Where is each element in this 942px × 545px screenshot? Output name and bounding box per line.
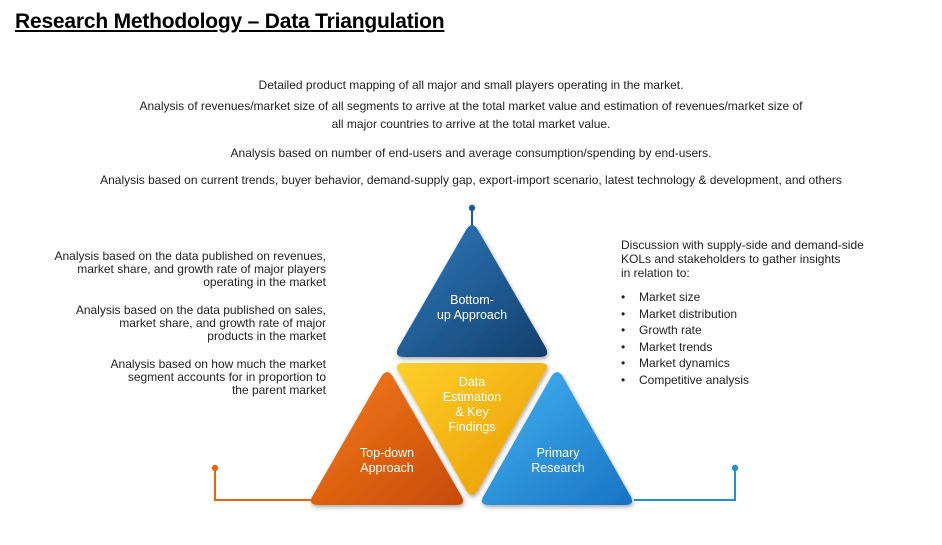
text-line: Analysis based on how much the market — [110, 357, 326, 371]
list-item: Growth rate — [621, 322, 749, 339]
text-line: Findings — [448, 420, 496, 434]
text-line: operating in the market — [203, 275, 326, 289]
text-line: Discussion with supply-side and demand-s… — [621, 238, 864, 252]
text-line: segment accounts for in proportion to — [127, 370, 326, 384]
text-line: market share, and growth rate of major — [119, 316, 326, 330]
text-line: Estimation — [442, 390, 502, 404]
list-item: Market distribution — [621, 306, 749, 323]
list-item: Market dynamics — [621, 355, 749, 372]
right-description: Discussion with supply-side and demand-s… — [621, 238, 901, 280]
left-description-2: Analysis based on the data published on … — [26, 304, 326, 343]
text-line: market share, and growth rate of major p… — [77, 262, 326, 276]
left-connector — [211, 464, 312, 501]
triangle-top — [396, 225, 548, 357]
triangle-left — [310, 372, 464, 505]
triangle-center-label: Data Estimation & Key Findings — [412, 375, 532, 435]
top-line: Analysis based on number of end-users an… — [230, 146, 712, 160]
text-line: up Approach — [436, 308, 508, 322]
top-line: Analysis of revenues/market size of all … — [139, 99, 803, 113]
triangle-left-label: Top-down Approach — [327, 446, 447, 476]
text-line: & Key — [455, 405, 489, 419]
text-line: Bottom- — [450, 293, 494, 307]
top-connector — [468, 204, 476, 226]
text-line: Analysis based on the data published on … — [54, 249, 326, 263]
text-line: the parent market — [231, 383, 326, 397]
right-connector — [634, 464, 739, 501]
text-line: in relation to: — [621, 266, 690, 280]
triangle-right — [481, 372, 633, 505]
text-line: Analysis based on the data published on … — [75, 303, 326, 317]
text-line: Top-down — [359, 446, 415, 460]
text-line: Data — [458, 375, 486, 389]
left-description-1: Analysis based on the data published on … — [26, 250, 326, 289]
top-line: all major countries to arrive at the tot… — [331, 117, 611, 131]
page-title: Research Methodology – Data Triangulatio… — [15, 10, 445, 33]
right-bullet-list: Market size Market distribution Growth r… — [621, 289, 749, 388]
text-line: Primary — [536, 446, 580, 460]
triangle-center — [396, 363, 548, 495]
list-item: Market size — [621, 289, 749, 306]
top-line: Detailed product mapping of all major an… — [258, 78, 684, 92]
list-item: Market trends — [621, 339, 749, 356]
triangle-top-label: Bottom- up Approach — [412, 293, 532, 323]
top-line: Analysis based on current trends, buyer … — [100, 173, 842, 187]
list-item: Competitive analysis — [621, 372, 749, 389]
text-line: Research — [531, 461, 585, 475]
left-description-3: Analysis based on how much the market se… — [26, 358, 326, 397]
text-line: products in the market — [207, 329, 326, 343]
text-line: Approach — [360, 461, 414, 475]
text-line: KOLs and stakeholders to gather insights — [621, 252, 841, 266]
triangle-right-label: Primary Research — [498, 446, 618, 476]
